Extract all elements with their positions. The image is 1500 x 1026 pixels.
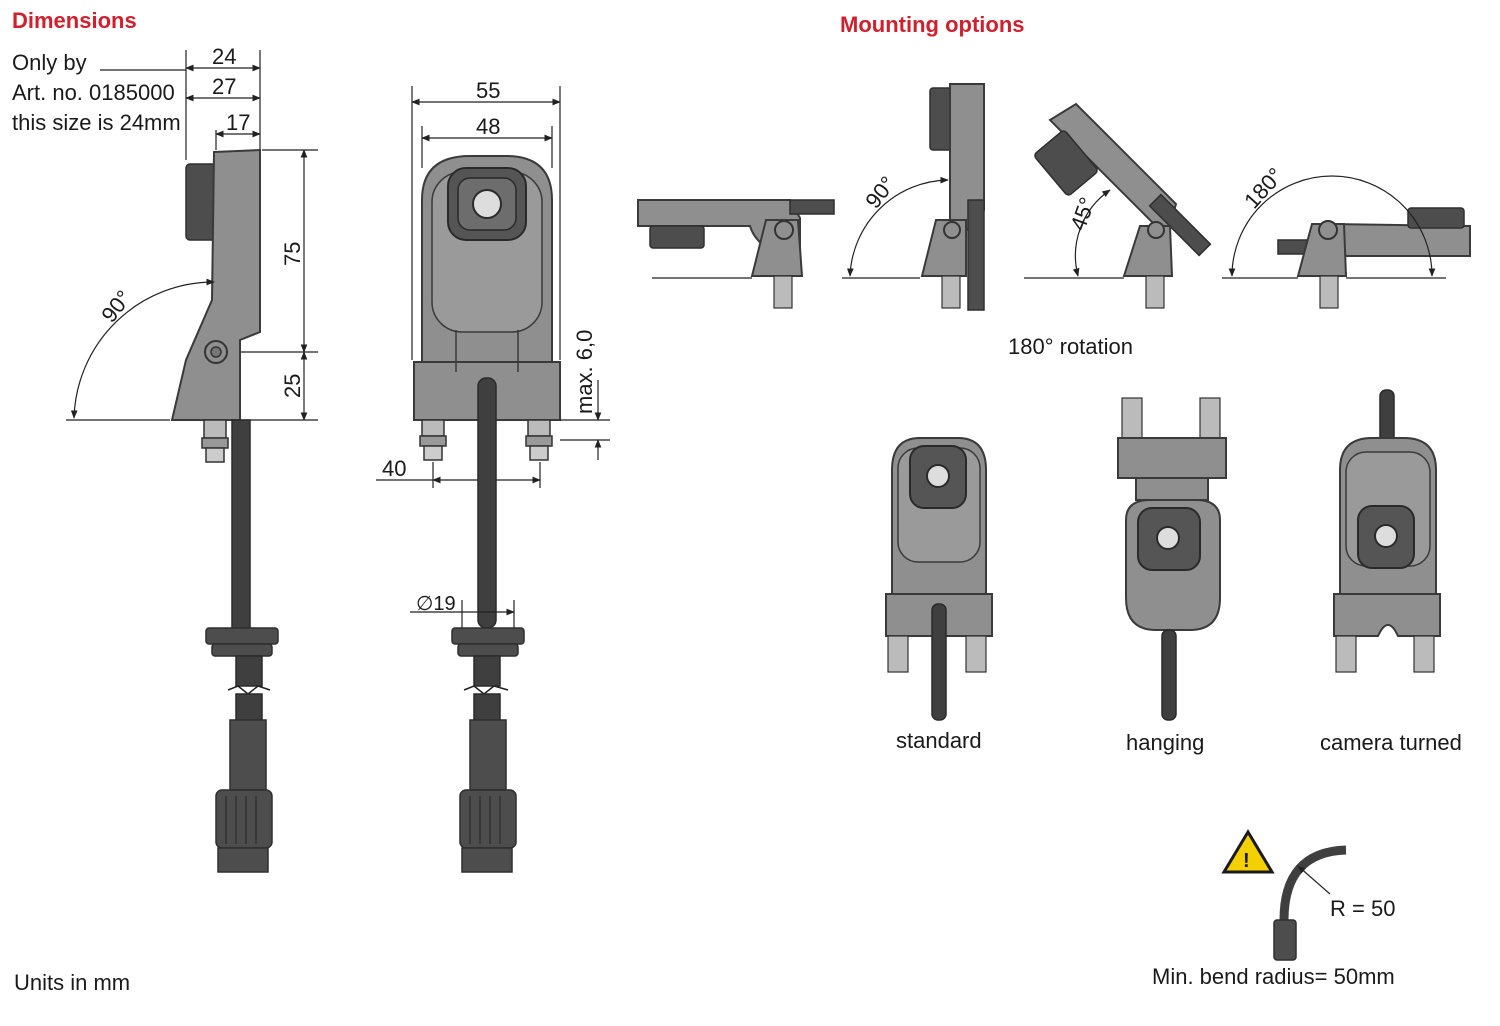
side-view-drawing: 24 27 17 75 25 90° xyxy=(66,44,318,873)
camera-turned-mount-drawing xyxy=(1333,389,1441,673)
camera-turned-label: camera turned xyxy=(1320,730,1462,755)
dim-max-6: max. 6,0 xyxy=(572,330,597,414)
dim-48: 48 xyxy=(476,114,500,139)
dim-75: 75 xyxy=(280,242,305,266)
dim-25: 25 xyxy=(280,374,305,398)
dim-27: 27 xyxy=(212,74,236,99)
warning-icon: ! xyxy=(1221,829,1275,874)
mount-angle-180: 180° xyxy=(1239,163,1288,214)
bend-radius-drawing: ! R = 50 Min. bend radius= 50mm xyxy=(1152,829,1395,989)
bend-radius-value: R = 50 xyxy=(1330,896,1395,921)
dim-17: 17 xyxy=(226,110,250,135)
dim-55: 55 xyxy=(476,78,500,103)
standard-mount-drawing xyxy=(885,437,993,721)
bend-radius-caption: Min. bend radius= 50mm xyxy=(1152,964,1395,989)
dim-24: 24 xyxy=(212,44,236,69)
front-view-drawing: 55 48 max. 6,0 40 ∅19 xyxy=(376,78,610,873)
mounting-options-heading: Mounting options xyxy=(840,12,1025,37)
note-line-2: Art. no. 0185000 xyxy=(12,80,175,105)
dim-40: 40 xyxy=(382,456,406,481)
mount-angle-45: 45° xyxy=(1065,194,1100,234)
dimensions-heading: Dimensions xyxy=(12,8,137,33)
dim-19: ∅19 xyxy=(416,593,456,615)
rotation-180-drawing: 180° xyxy=(1222,163,1471,309)
note-line-3: this size is 24mm xyxy=(12,110,181,135)
hanging-mount-drawing xyxy=(1117,397,1227,721)
rotation-45-drawing: 45° xyxy=(1024,102,1212,309)
units-note: Units in mm xyxy=(14,970,130,995)
size-note: Only by Art. no. 0185000 this size is 24… xyxy=(12,50,186,135)
rotation-caption: 180° rotation xyxy=(1008,334,1133,359)
warning-symbol: ! xyxy=(1243,850,1250,872)
note-line-1: Only by xyxy=(12,50,87,75)
rotation-90-drawing: 90° xyxy=(842,83,985,311)
side-angle-90: 90° xyxy=(96,285,136,327)
hanging-label: hanging xyxy=(1126,730,1204,755)
rotation-0-drawing xyxy=(637,199,835,309)
mount-angle-90: 90° xyxy=(860,171,900,213)
standard-label: standard xyxy=(896,728,982,753)
